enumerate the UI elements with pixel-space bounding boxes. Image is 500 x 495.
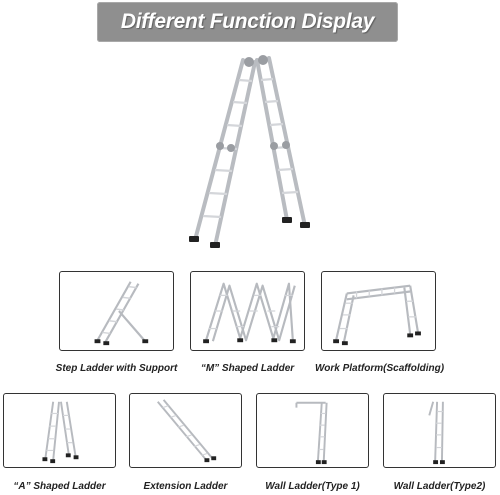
card-work-platform [321, 271, 436, 351]
caption-a-shaped: “A” Shaped Ladder [13, 481, 106, 492]
card-wall-type1 [256, 393, 369, 468]
banner-title: Different Function Display [120, 10, 375, 33]
wall-ladder-type2-image [428, 401, 445, 465]
caption-wall-type1: Wall Ladder(Type 1) [265, 481, 360, 492]
caption-step-ladder: Step Ladder with Support [55, 363, 178, 374]
hero-ladder-image [175, 50, 325, 260]
caption-m-shaped: “M” Shaped Ladder [200, 363, 295, 374]
caption-wall-type2: Wall Ladder(Type2) [393, 481, 486, 492]
work-platform-image [333, 284, 421, 346]
step-ladder-image [94, 281, 149, 346]
extension-ladder-image [157, 399, 217, 463]
wall-ladder-type1-image [295, 401, 328, 465]
card-extension [129, 393, 242, 468]
a-shaped-ladder-image [42, 401, 79, 464]
card-a-shaped [3, 393, 116, 468]
card-step-ladder [59, 271, 174, 351]
card-wall-type2 [383, 393, 496, 468]
caption-extension: Extension Ladder [143, 481, 228, 492]
card-m-shaped [190, 271, 305, 351]
caption-work-platform: Work Platform(Scaffolding) [315, 363, 445, 374]
title-banner: Different Function Display [97, 2, 398, 42]
m-shaped-ladder-image [203, 282, 296, 344]
